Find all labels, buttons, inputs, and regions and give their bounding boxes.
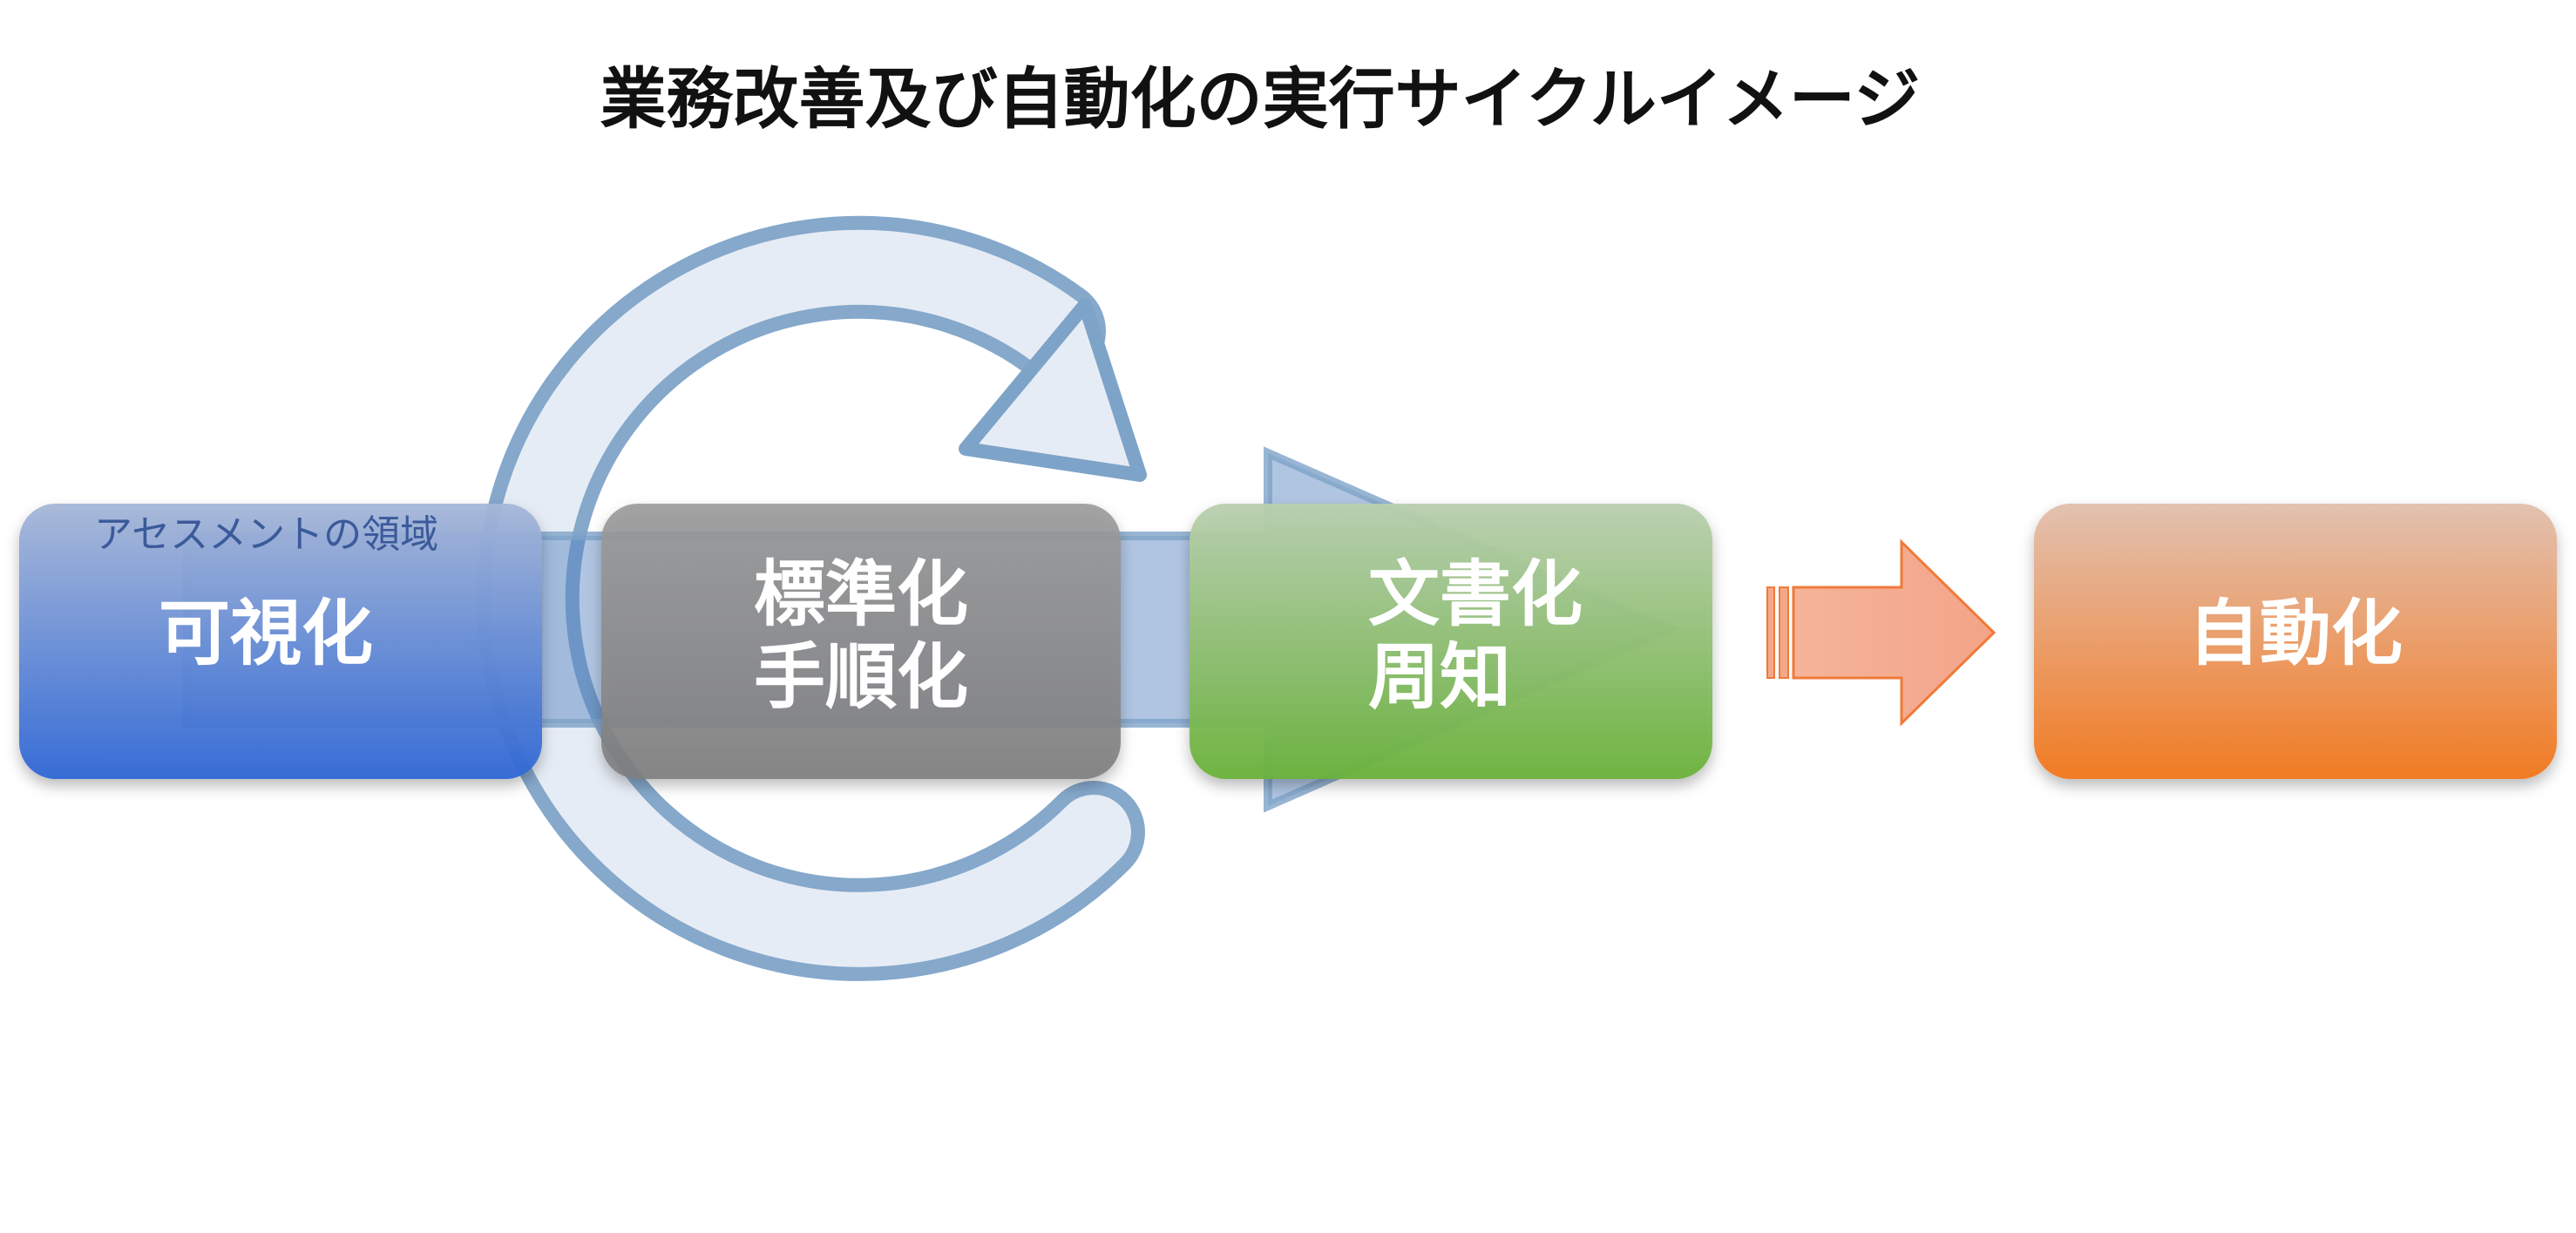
assessment-region-label: アセスメントの領域: [94, 512, 438, 557]
box-document-line1: 文書化: [1368, 553, 1583, 636]
box-standardize-line1: 標準化: [754, 553, 968, 636]
cycle-arrowhead: [959, 298, 1147, 482]
diagram-title: 業務改善及び自動化の実行サイクルイメージ: [600, 60, 1921, 138]
box-standardize-line2: 手順化: [754, 636, 968, 719]
box-automate: [2034, 504, 2557, 779]
box-automate-label: 自動化: [2188, 593, 2403, 675]
box-document-line2: 周知: [1368, 636, 1511, 719]
arrow-to-automation: [1766, 539, 1996, 727]
box-visualize: [19, 504, 542, 779]
box-visualize-label: 可視化: [159, 593, 373, 675]
box-document: [1190, 504, 1712, 779]
box-standardize: [601, 504, 1121, 779]
